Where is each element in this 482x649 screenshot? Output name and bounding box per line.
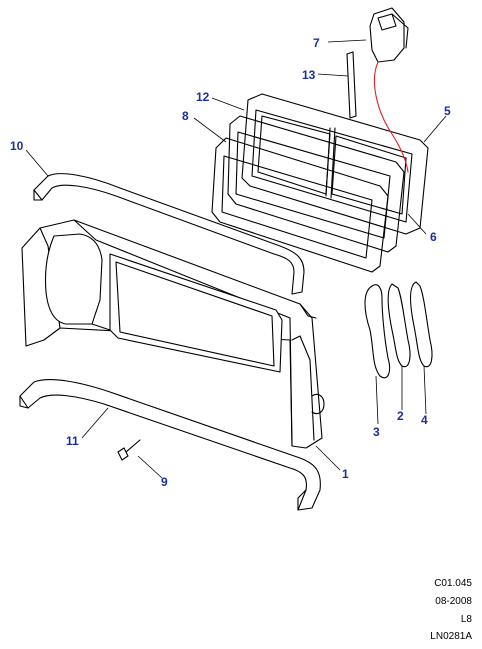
reference-date: 08-2008: [435, 596, 472, 607]
window-latch: [369, 7, 409, 63]
callout-5: 5: [444, 104, 451, 118]
latch-cable: [373, 61, 409, 173]
callout-10: 10: [10, 139, 24, 153]
callout-8: 8: [182, 109, 189, 123]
sliding-window-frame: [241, 93, 429, 235]
leader-lines: [25, 39, 447, 479]
callout-2: 2: [397, 409, 404, 423]
callout-6: 6: [430, 230, 437, 244]
reference-level: L8: [460, 614, 472, 625]
reference-drawing-number: LN0281A: [430, 631, 472, 642]
glass-run-strip: [346, 51, 357, 119]
callout-1: 1: [342, 467, 349, 481]
upper-capping-rail: [33, 173, 305, 295]
side-body-panel: [21, 219, 325, 449]
callout-3: 3: [373, 425, 380, 439]
seal-loop-4: [409, 281, 433, 368]
reference-code: C01.045: [434, 578, 472, 589]
seal-loop-2: [387, 283, 411, 368]
callout-12: 12: [196, 90, 210, 104]
callout-7: 7: [313, 36, 320, 50]
callout-4: 4: [421, 413, 428, 427]
callout-9: 9: [161, 475, 168, 489]
lower-capping-rail: [19, 379, 321, 511]
seal-loop-3: [364, 284, 391, 379]
window-seal: [211, 115, 405, 273]
callout-11: 11: [66, 434, 79, 448]
callout-13: 13: [302, 68, 316, 82]
fixing-clip: [117, 439, 141, 461]
